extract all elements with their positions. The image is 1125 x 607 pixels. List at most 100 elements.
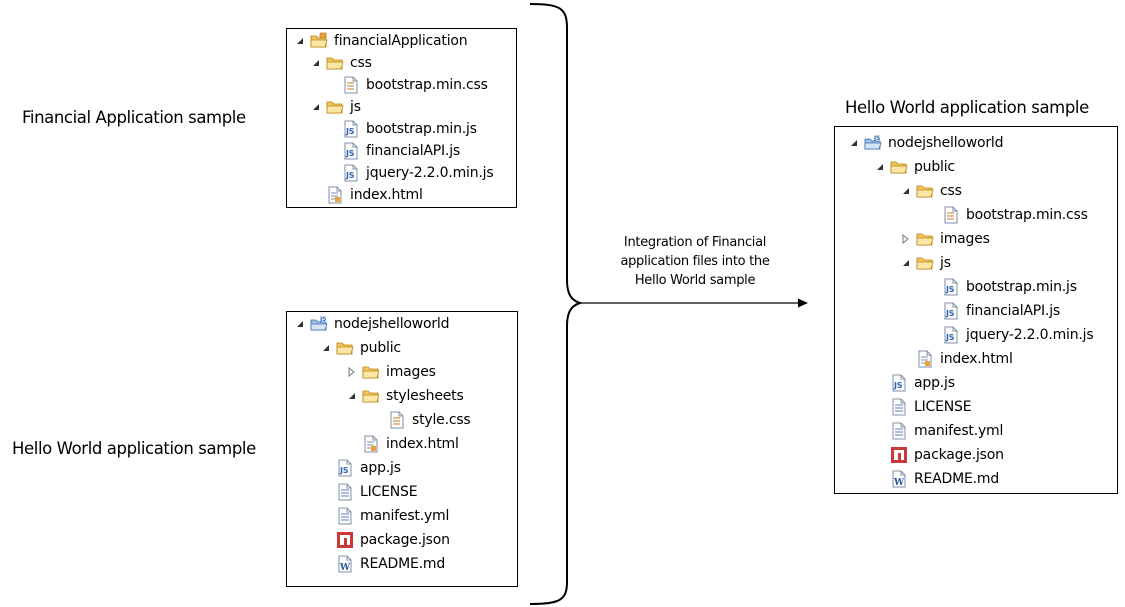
tree-item-package-json[interactable]: package.json	[873, 443, 1004, 467]
css-file-icon	[342, 76, 360, 94]
folder-icon	[326, 54, 344, 72]
tree-item-public[interactable]: public	[873, 155, 955, 179]
folder-icon	[916, 230, 934, 248]
caption-financial-application: Financial Application sample	[22, 108, 246, 127]
text-file-icon	[336, 507, 354, 525]
expand-triangle-icon[interactable]	[345, 389, 359, 403]
svg-text:JS: JS	[345, 149, 355, 158]
tree-item-style-css[interactable]: style.css	[371, 408, 471, 432]
tree-item-bootstrap-min-css[interactable]: bootstrap.min.css	[325, 73, 488, 97]
tree-item-label: images	[940, 231, 990, 247]
js-file-icon: JS	[342, 120, 360, 138]
tree-item-label: LICENSE	[914, 399, 972, 415]
folder-icon	[326, 98, 344, 116]
integration-arrow-head	[798, 298, 808, 308]
tree-item-label: README.md	[360, 556, 446, 572]
tree-panel-financial-application: financialApplication css bootstrap.min.css…	[286, 28, 517, 208]
expand-triangle-icon[interactable]	[309, 100, 323, 114]
collapse-triangle-icon[interactable]	[899, 232, 913, 246]
tree-item-bootstrap-min-css[interactable]: bootstrap.min.css	[925, 203, 1088, 227]
tree-item-license[interactable]: LICENSE	[873, 395, 972, 419]
tree-item-manifest-yml[interactable]: manifest.yml	[873, 419, 1003, 443]
collapse-triangle-icon[interactable]	[345, 365, 359, 379]
tree-item-js[interactable]: js	[899, 251, 951, 275]
html-file-icon	[916, 350, 934, 368]
tree-item-license[interactable]: LICENSE	[319, 480, 418, 504]
tree-item-index-html[interactable]: index.html	[345, 432, 459, 456]
tree-item-public[interactable]: public	[319, 336, 401, 360]
tree-item-stylesheets[interactable]: stylesheets	[345, 384, 464, 408]
tree-item-index-html[interactable]: index.html	[309, 183, 423, 207]
tree-item-label: manifest.yml	[360, 508, 450, 524]
tree-item-label: index.html	[940, 351, 1013, 367]
tree-item-label: style.css	[412, 412, 471, 428]
tree-item-css[interactable]: css	[899, 179, 962, 203]
folder-icon	[362, 387, 380, 405]
tree-item-label: manifest.yml	[914, 423, 1004, 439]
tree-item-css[interactable]: css	[309, 51, 372, 75]
svg-text:W: W	[339, 563, 351, 573]
tree-item-label: css	[940, 183, 962, 199]
folder-icon	[890, 158, 908, 176]
expand-triangle-icon[interactable]	[899, 184, 913, 198]
tree-item-jquery-2-2-0-min-js[interactable]: JS jquery-2.2.0.min.js	[325, 161, 494, 185]
js-file-icon: JS	[342, 142, 360, 160]
js-file-icon: JS	[942, 302, 960, 320]
curly-brace	[529, 3, 584, 605]
expand-triangle-icon[interactable]	[309, 56, 323, 70]
text-file-icon	[890, 398, 908, 416]
tree-item-label: app.js	[914, 375, 955, 391]
text-file-icon	[890, 422, 908, 440]
tree-item-package-json[interactable]: package.json	[319, 528, 450, 552]
expand-triangle-icon[interactable]	[293, 34, 307, 48]
tree-item-label: jquery-2.2.0.min.js	[366, 165, 494, 181]
tree-item-app-js[interactable]: JS app.js	[319, 456, 401, 480]
tree-item-images[interactable]: images	[345, 360, 436, 384]
folder-icon	[916, 182, 934, 200]
npm-file-icon	[336, 531, 354, 549]
text-file-icon	[336, 483, 354, 501]
npm-file-icon	[890, 446, 908, 464]
tree-item-financialapi-js[interactable]: JS financialAPI.js	[325, 139, 460, 163]
tree-item-label: financialApplication	[334, 33, 468, 49]
tree-item-readme-md[interactable]: W README.md	[319, 552, 445, 576]
tree-item-label: package.json	[914, 447, 1004, 463]
tree-item-label: LICENSE	[360, 484, 418, 500]
tree-item-label: css	[350, 55, 372, 71]
tree-item-label: financialAPI.js	[966, 303, 1060, 319]
tree-item-images[interactable]: images	[899, 227, 990, 251]
svg-text:JS: JS	[945, 309, 955, 318]
svg-text:JS: JS	[339, 466, 349, 475]
tree-item-label: public	[914, 159, 955, 175]
tree-item-js[interactable]: js	[309, 95, 361, 119]
js-file-icon: JS	[942, 278, 960, 296]
tree-item-index-html[interactable]: index.html	[899, 347, 1013, 371]
expand-triangle-icon[interactable]	[293, 317, 307, 331]
tree-item-app-js[interactable]: JS app.js	[873, 371, 955, 395]
expand-triangle-icon[interactable]	[847, 136, 861, 150]
tree-item-manifest-yml[interactable]: manifest.yml	[319, 504, 449, 528]
html-file-icon	[362, 435, 380, 453]
tree-item-label: bootstrap.min.css	[366, 77, 488, 93]
expand-triangle-icon[interactable]	[873, 160, 887, 174]
expand-triangle-icon[interactable]	[899, 256, 913, 270]
svg-text:JS: JS	[345, 171, 355, 180]
tree-item-label: app.js	[360, 460, 401, 476]
svg-text:JS: JS	[893, 381, 903, 390]
svg-text:W: W	[893, 478, 905, 488]
tree-item-label: index.html	[386, 436, 459, 452]
folder-icon	[362, 363, 380, 381]
tree-item-financialapplication[interactable]: financialApplication	[293, 29, 468, 53]
expand-triangle-icon[interactable]	[319, 341, 333, 355]
tree-item-label: financialAPI.js	[366, 143, 460, 159]
js-file-icon: JS	[942, 326, 960, 344]
tree-item-financialapi-js[interactable]: JS financialAPI.js	[925, 299, 1060, 323]
